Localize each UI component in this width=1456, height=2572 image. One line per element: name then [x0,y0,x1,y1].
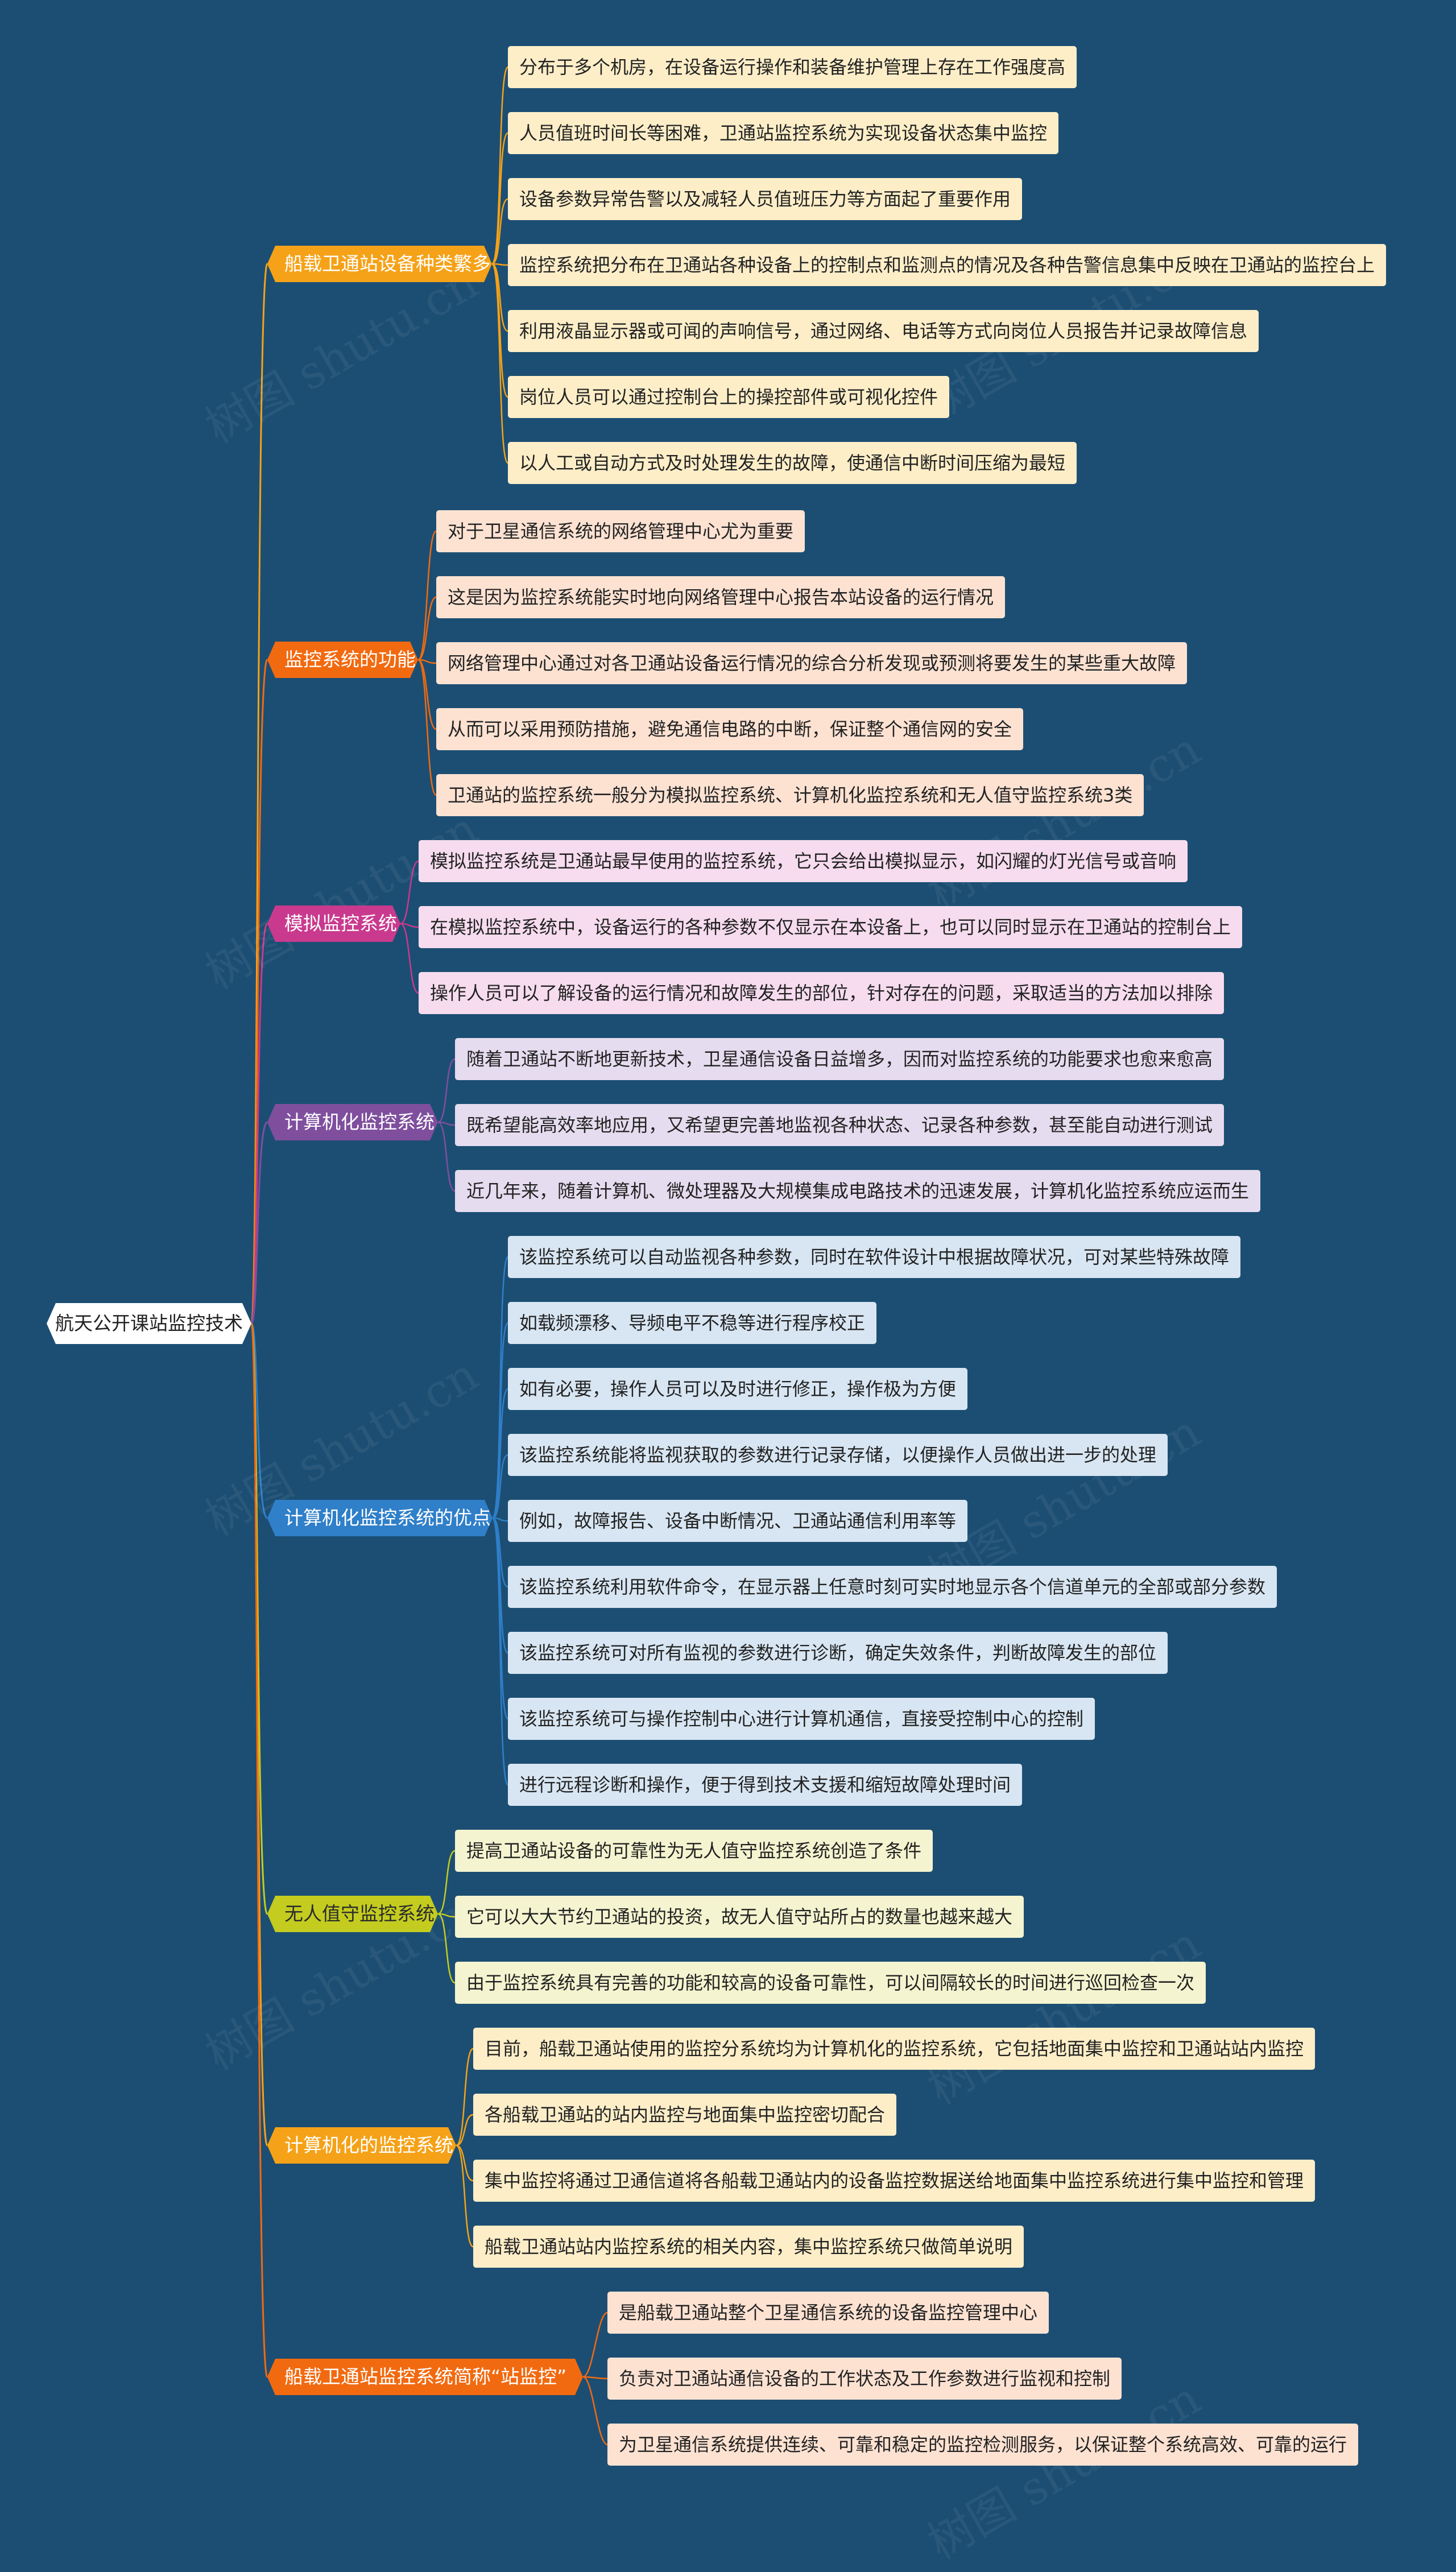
leaf-node[interactable]: 是船载卫通站整个卫星通信系统的设备监控管理中心 [607,2292,1049,2334]
leaf-connector [437,1850,456,1915]
leaf-node[interactable]: 由于监控系统具有完善的功能和较高的设备可靠性，可以间隔较长的时间进行巡回检查一次 [455,1962,1206,2004]
leaf-connector [437,1058,456,1123]
leaf-node[interactable]: 以人工或自动方式及时处理发生的故障，使通信中断时间压缩为最短 [508,442,1077,484]
leaf-connector [491,1517,509,1786]
leaf-node[interactable]: 操作人员可以了解设备的运行情况和故障发生的部位，针对存在的问题，采取适当的方法加… [419,972,1225,1014]
leaf-connector [491,198,508,265]
leaf-connector [400,923,419,928]
leaf-connector [437,1121,456,1126]
leaf-node[interactable]: 卫通站的监控系统一般分为模拟监控系统、计算机化监控系统和无人值守监控系统3类 [436,774,1144,816]
leaf-node[interactable]: 集中监控将通过卫通信道将各船载卫通站内的设备监控数据送给地面集中监控系统进行集中… [473,2160,1316,2202]
leaf-node[interactable]: 如有必要，操作人员可以及时进行修正，操作极为方便 [508,1368,968,1410]
leaf-node[interactable]: 船载卫通站站内监控系统的相关内容，集中监控系统只做简单说明 [473,2226,1024,2268]
root-node[interactable]: 航天公开课站监控技术 [47,1303,251,1344]
leaf-node[interactable]: 对于卫星通信系统的网络管理中心尤为重要 [436,510,805,552]
branch-node-7[interactable]: 计算机化的监控系统 [267,2127,456,2164]
leaf-connector [491,263,509,464]
leaf-node[interactable]: 该监控系统利用软件命令，在显示器上任意时刻可实时地显示各个信道单元的全部或部分参… [508,1566,1277,1608]
leaf-connector [491,263,508,266]
leaf-connector [582,2376,608,2446]
leaf-node[interactable]: 既希望能高效率地应用，又希望更完善地监视各种状态、记录各种参数，甚至能自动进行测… [455,1104,1225,1146]
leaf-node[interactable]: 利用液晶显示器或可闻的声响信号，通过网络、电话等方式向岗位人员报告并记录故障信息 [508,310,1259,352]
leaf-node[interactable]: 随着卫通站不断地更新技术，卫星通信设备日益增多，因而对监控系统的功能要求也愈来愈… [455,1038,1225,1080]
leaf-node[interactable]: 如载频漂移、导频电平不稳等进行程序校正 [508,1302,877,1344]
branch-node-4[interactable]: 计算机化监控系统 [267,1104,438,1140]
branch-node-1[interactable]: 船载卫通站设备种类繁多 [267,246,492,282]
leaf-connector [437,1121,456,1192]
connector-lines [250,66,608,2446]
leaf-node[interactable]: 负责对卫通站通信设备的工作状态及工作参数进行监视和控制 [607,2358,1122,2400]
leaf-connector [492,1454,508,1519]
leaf-node[interactable]: 例如，故障报告、设备中断情况、卫通站通信利用率等 [508,1500,968,1542]
leaf-node[interactable]: 这是因为监控系统能实时地向网络管理中心报告本站设备的运行情况 [436,576,1006,618]
leaf-connector [491,1388,509,1519]
leaf-node[interactable]: 该监控系统可与操作控制中心进行计算机通信，直接受控制中心的控制 [508,1698,1095,1740]
branch-node-3[interactable]: 模拟监控系统 [267,905,400,942]
leaf-node[interactable]: 它可以大大节约卫通站的投资，故无人值守站所占的数量也越来越大 [455,1896,1024,1938]
branch-node-5[interactable]: 计算机化监控系统的优点 [267,1500,493,1536]
leaf-node[interactable]: 模拟监控系统是卫通站最早使用的监控系统，它只会给出模拟显示，如闪耀的灯光信号或音… [419,840,1188,882]
leaf-node[interactable]: 岗位人员可以通过控制台上的操控部件或可视化控件 [508,376,950,418]
leaf-node[interactable]: 目前，船载卫通站使用的监控分系统均为计算机化的监控系统，它包括地面集中监控和卫通… [473,2028,1316,2070]
leaf-node[interactable]: 该监控系统能将监视获取的参数进行记录存储，以便操作人员做出进一步的处理 [508,1434,1168,1476]
leaf-node[interactable]: 该监控系统可对所有监视的参数进行诊断，确定失效条件，判断故障发生的部位 [508,1632,1168,1674]
leaf-connector [491,132,509,265]
branch-node-6[interactable]: 无人值守监控系统 [267,1896,438,1932]
leaf-connector [417,659,437,730]
leaf-connector [400,923,419,994]
leaf-node[interactable]: 人员值班时间长等困难，卫通站监控系统为实现设备状态集中监控 [508,112,1059,154]
leaf-node[interactable]: 分布于多个机房，在设备运行操作和装备维护管理上存在工作强度高 [508,46,1077,88]
leaf-connector [417,659,437,796]
leaf-connector [456,2144,474,2248]
leaf-node[interactable]: 为卫星通信系统提供连续、可靠和稳定的监控检测服务，以保证整个系统高效、可靠的运行 [607,2424,1359,2466]
leaf-node[interactable]: 监控系统把分布在卫通站各种设备上的控制点和监测点的情况及各种告警信息集中反映在卫… [508,244,1387,286]
leaf-node[interactable]: 在模拟监控系统中，设备运行的各种参数不仅显示在本设备上，也可以同时显示在卫通站的… [419,906,1243,948]
leaf-connector [582,2312,608,2378]
leaf-connector [417,596,437,661]
leaf-connector [417,659,437,664]
leaf-node[interactable]: 提高卫通站设备的可靠性为无人值守监控系统创造了条件 [455,1830,933,1872]
leaf-connector [417,530,437,661]
leaf-connector [582,2376,608,2380]
leaf-node[interactable]: 近几年来，随着计算机、微处理器及大规模集成电路技术的迅速发展，计算机化监控系统应… [455,1170,1261,1212]
branch-connector [250,1322,268,1519]
leaf-node[interactable]: 从而可以采用预防措施，避免通信电路的中断，保证整个通信网的安全 [436,708,1024,750]
leaf-connector [437,1913,456,1984]
branch-node-8[interactable]: 船载卫通站监控系统简称“站监控” [267,2359,583,2395]
leaf-node[interactable]: 进行远程诊断和操作，便于得到技术支援和缩短故障处理时间 [508,1764,1023,1806]
leaf-connector [400,860,419,925]
leaf-connector [456,2114,474,2147]
leaf-connector [456,2144,474,2182]
branch-connector [250,1322,268,2378]
leaf-connector [491,263,508,332]
leaf-node[interactable]: 该监控系统可以自动监视各种参数，同时在软件设计中根据故障状况，可对某些特殊故障 [508,1236,1241,1278]
branch-connector [250,1121,268,1325]
leaf-node[interactable]: 设备参数异常告警以及减轻人员值班压力等方面起了重要作用 [508,178,1023,220]
leaf-connector [492,1517,508,1588]
leaf-connector [437,1913,456,1918]
branch-node-2[interactable]: 监控系统的功能 [267,642,418,678]
leaf-node[interactable]: 各船载卫通站的站内监控与地面集中监控密切配合 [473,2094,897,2136]
leaf-connector [456,2048,474,2147]
leaf-node[interactable]: 网络管理中心通过对各卫通站设备运行情况的综合分析发现或预测将要发生的某些重大故障 [436,642,1188,684]
leaf-connector [492,1517,508,1522]
